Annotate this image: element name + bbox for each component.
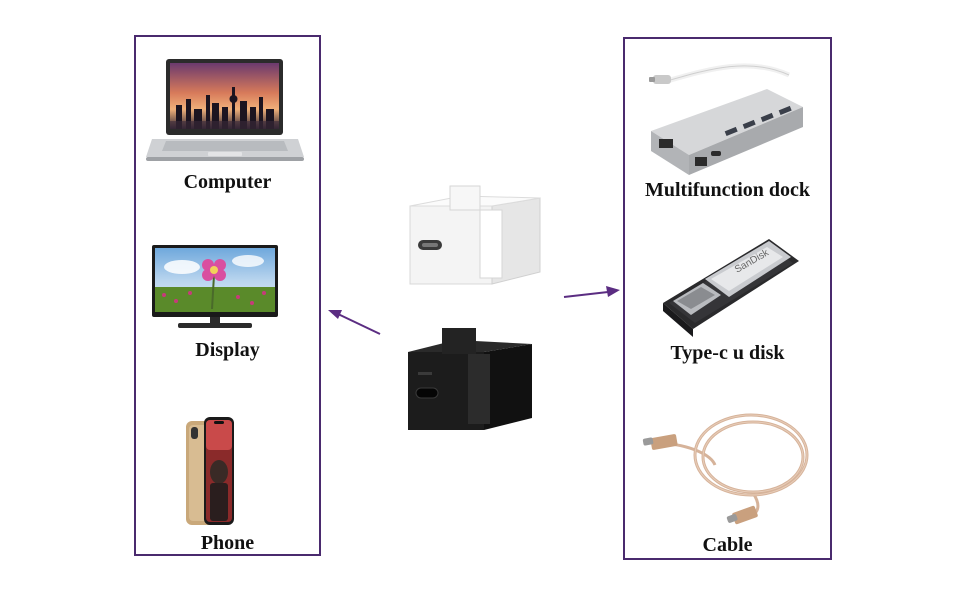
device-label-display: Display (195, 339, 260, 361)
black-keystone-adapter-icon (404, 326, 536, 432)
arrow-to-right-panel (563, 286, 620, 298)
laptop-icon (146, 57, 304, 165)
usb-c-cable-icon (641, 405, 811, 529)
monitor-icon (152, 245, 278, 331)
arrow-to-left-panel (328, 310, 381, 335)
usb-hub-icon (649, 59, 809, 179)
device-label-phone: Phone (200, 532, 255, 554)
smartphone-icon (186, 417, 236, 529)
usb-flash-drive-icon: SanDisk (659, 233, 803, 339)
left-device-panel: Computer (134, 35, 321, 556)
right-device-panel: Multifunction dock SanDisk Type-c u disk (623, 37, 832, 560)
device-label-multifunction-dock: Multifunction dock (644, 179, 811, 201)
device-label-cable: Cable (702, 534, 753, 556)
device-label-type-c-u-disk: Type-c u disk (670, 342, 785, 364)
device-label-computer: Computer (183, 171, 272, 193)
white-keystone-adapter-icon (404, 184, 544, 286)
